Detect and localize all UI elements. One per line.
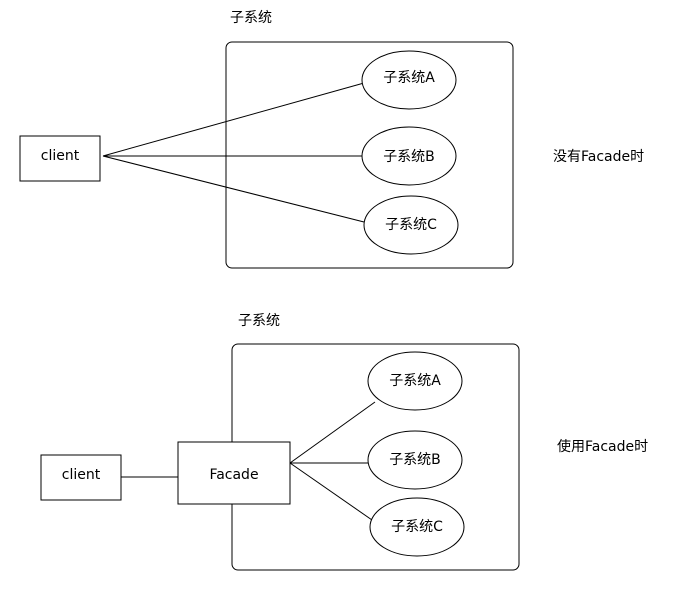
bottom-subsystem-b-label: 子系统B xyxy=(389,452,441,468)
bottom-subsystem-c-label: 子系统C xyxy=(391,519,443,535)
bottom-subsystem-title: 子系统 xyxy=(238,313,280,329)
top-subsystem-b-node xyxy=(361,126,457,186)
bottom-client-box xyxy=(40,454,122,501)
bottom-subsystem-c-node xyxy=(369,497,465,557)
top-subsystem-c-node xyxy=(363,195,459,255)
top-line-client-to-c xyxy=(102,155,365,223)
bottom-client-label: client xyxy=(62,467,101,483)
facade-label: Facade xyxy=(209,467,258,483)
top-subsystem-c-label: 子系统C xyxy=(385,217,437,233)
top-client-label: client xyxy=(41,148,80,164)
diagram-with-facade: 子系统 client Facade 子系统A 子系统B 子系统C 使用Facad… xyxy=(40,313,648,571)
top-line-client-to-a xyxy=(102,82,365,157)
bottom-line-facade-to-c xyxy=(289,462,373,521)
bottom-subsystem-b-node xyxy=(367,430,463,490)
bottom-caption: 使用Facade时 xyxy=(557,438,648,455)
facade-box xyxy=(177,441,291,505)
bottom-line-facade-to-a xyxy=(289,401,376,464)
top-subsystem-a-node xyxy=(361,50,457,110)
top-subsystem-b-label: 子系统B xyxy=(383,149,435,165)
top-subsystem-title: 子系统 xyxy=(230,10,272,26)
diagram-without-facade: 子系统 client 子系统A 子系统B 子系统C 没有Facade时 xyxy=(19,10,644,269)
bottom-subsystem-a-label: 子系统A xyxy=(389,373,441,389)
bottom-subsystem-a-node xyxy=(367,351,463,411)
top-caption: 没有Facade时 xyxy=(553,149,644,165)
top-client-box xyxy=(19,135,101,182)
top-subsystem-a-label: 子系统A xyxy=(383,70,435,86)
